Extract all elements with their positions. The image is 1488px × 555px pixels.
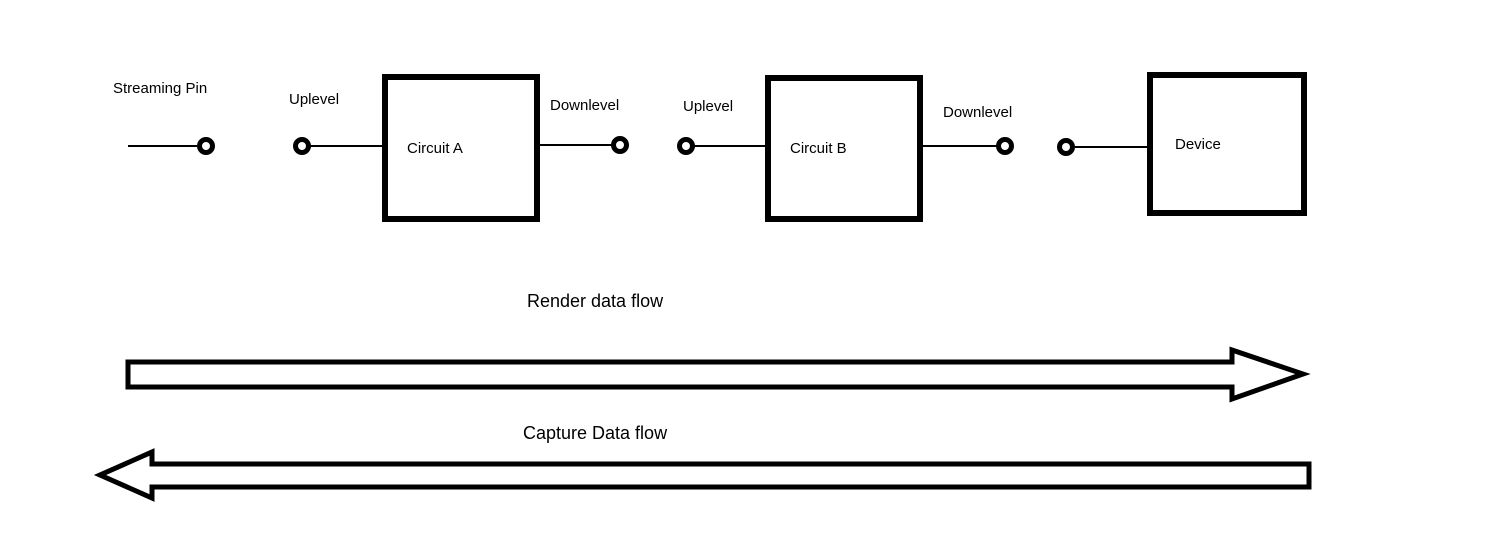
streaming-pin-label: Streaming Pin bbox=[113, 80, 208, 97]
device-box: Device bbox=[1147, 72, 1307, 216]
downlevel-b-label: Downlevel bbox=[943, 104, 1013, 121]
downlevel-b-wire bbox=[921, 145, 997, 147]
circuit-a-box: Circuit A bbox=[382, 74, 540, 222]
downlevel-a-pin-icon bbox=[611, 136, 629, 154]
uplevel-b-pin-icon bbox=[677, 137, 695, 155]
streaming-pin-wire bbox=[128, 145, 197, 147]
streaming-pin-icon bbox=[197, 137, 215, 155]
uplevel-b-label: Uplevel bbox=[683, 98, 734, 115]
uplevel-b-wire bbox=[694, 145, 766, 147]
uplevel-a-pin-icon bbox=[293, 137, 311, 155]
circuit-b-label: Circuit B bbox=[790, 140, 847, 157]
circuit-b-box: Circuit B bbox=[765, 75, 923, 222]
capture-flow-label: Capture Data flow bbox=[523, 423, 668, 443]
render-flow-arrow-icon bbox=[125, 346, 1311, 403]
uplevel-a-wire bbox=[310, 145, 383, 147]
device-pin-icon bbox=[1057, 138, 1075, 156]
render-flow-label: Render data flow bbox=[527, 291, 664, 311]
device-pin-wire bbox=[1075, 146, 1147, 148]
circuit-a-label: Circuit A bbox=[407, 139, 463, 157]
capture-flow-arrow-icon bbox=[93, 448, 1312, 502]
downlevel-a-label: Downlevel bbox=[550, 97, 620, 114]
downlevel-b-pin-icon bbox=[996, 137, 1014, 155]
device-label: Device bbox=[1175, 135, 1221, 153]
downlevel-a-wire bbox=[540, 144, 612, 146]
uplevel-a-label: Uplevel bbox=[289, 91, 340, 108]
